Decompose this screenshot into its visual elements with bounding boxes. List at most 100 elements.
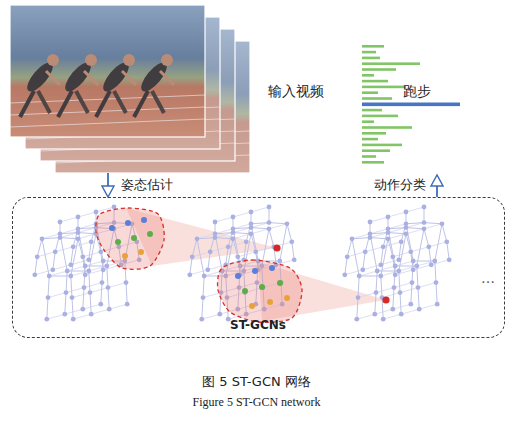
joint-node xyxy=(40,236,45,241)
joint-node xyxy=(76,236,81,241)
joint-node xyxy=(231,215,236,220)
bone-edge xyxy=(435,261,436,283)
joint-node xyxy=(249,231,254,236)
frame-border xyxy=(10,5,205,137)
output-joint xyxy=(382,296,389,303)
joint-node xyxy=(434,280,439,285)
bone-edge xyxy=(352,238,370,239)
bone-edge xyxy=(352,239,359,276)
joint-node xyxy=(86,269,91,274)
figure-caption: 图 5 ST-GCN 网络 xyxy=(0,374,513,390)
joint-node xyxy=(404,231,409,236)
bone-edge xyxy=(292,242,294,260)
bone-edge xyxy=(203,276,204,298)
joint-node xyxy=(381,244,386,249)
joint-node xyxy=(70,295,75,300)
score-bar xyxy=(362,120,374,123)
temporal-edge xyxy=(233,228,251,233)
joint-node xyxy=(44,317,49,322)
bone-edge xyxy=(67,271,89,272)
sampled-joint xyxy=(284,295,290,301)
joint-node xyxy=(62,312,67,317)
joint-node xyxy=(398,290,403,295)
joint-node xyxy=(106,285,111,290)
bone-edge xyxy=(244,242,246,260)
bone-edge xyxy=(280,224,287,261)
joint-node xyxy=(101,259,106,264)
joint-node xyxy=(378,262,383,267)
joint-node xyxy=(396,269,401,274)
step-label: 姿态估计 xyxy=(121,177,193,193)
joint-node xyxy=(292,257,297,262)
joint-node xyxy=(422,205,427,210)
score-bar xyxy=(362,155,376,158)
bone-edge xyxy=(424,223,442,224)
score-bar xyxy=(362,144,402,147)
bone-edge xyxy=(197,239,204,276)
joint-node xyxy=(76,226,81,231)
joint-node xyxy=(83,272,88,277)
temporal-edge xyxy=(370,229,388,234)
joint-node xyxy=(414,264,419,269)
bone-edge xyxy=(442,224,447,242)
joint-node xyxy=(217,312,222,317)
temporal-edge xyxy=(370,217,388,222)
joint-node xyxy=(53,249,58,254)
bone-edge xyxy=(202,298,203,320)
score-bar xyxy=(362,91,378,94)
temporal-edge xyxy=(60,229,78,234)
joint-node xyxy=(408,249,413,254)
caption-english: Figure 5 ST-GCN network xyxy=(0,395,513,409)
st-gcn-box: ST-GCNs xyxy=(12,197,505,338)
bone-edge xyxy=(89,271,90,293)
joint-node xyxy=(94,210,99,215)
bone-edge xyxy=(376,271,377,293)
bone-edge xyxy=(381,276,382,298)
temporal-edge xyxy=(251,229,269,234)
bone-edge xyxy=(71,239,78,276)
joint-node xyxy=(381,317,386,322)
bone-edge xyxy=(101,283,102,305)
bone-edge xyxy=(83,288,84,310)
joint-node xyxy=(58,231,63,236)
bone-edge xyxy=(49,276,71,277)
bone-edge xyxy=(345,257,347,275)
temporal-edge xyxy=(393,304,411,309)
bone-edge xyxy=(108,288,109,310)
joint-node xyxy=(417,307,422,312)
joint-node xyxy=(124,280,129,285)
bone-edge xyxy=(359,276,381,277)
bone-edge xyxy=(42,238,60,239)
score-bar xyxy=(362,97,392,100)
joint-node xyxy=(416,285,421,290)
bone-edge xyxy=(370,233,388,234)
video-frame xyxy=(10,5,205,137)
bone-edge xyxy=(251,223,269,224)
temporal-edge xyxy=(357,314,375,319)
bone-edge xyxy=(42,239,49,276)
joint-node xyxy=(80,307,85,312)
sampled-joint xyxy=(242,288,248,294)
joint-node xyxy=(374,290,379,295)
temporal-edge xyxy=(406,207,424,212)
temporal-edge xyxy=(251,207,269,212)
bone-edge xyxy=(192,239,197,257)
flow-arrow xyxy=(436,175,438,197)
joint-node xyxy=(80,254,85,259)
bone-edge xyxy=(47,298,48,320)
joint-node xyxy=(213,220,218,225)
joint-node xyxy=(71,317,76,322)
score-bar xyxy=(362,80,388,83)
bone-edge xyxy=(393,288,394,310)
bone-edge xyxy=(406,223,424,224)
joint-node xyxy=(58,220,63,225)
bone-edge xyxy=(399,242,401,260)
temporal-edge xyxy=(78,228,96,233)
sampled-joint xyxy=(138,249,144,255)
joint-node xyxy=(342,272,347,277)
bone-edge xyxy=(107,266,108,288)
score-bar xyxy=(362,51,376,54)
joint-node xyxy=(429,262,434,267)
bone-edge xyxy=(447,242,449,260)
